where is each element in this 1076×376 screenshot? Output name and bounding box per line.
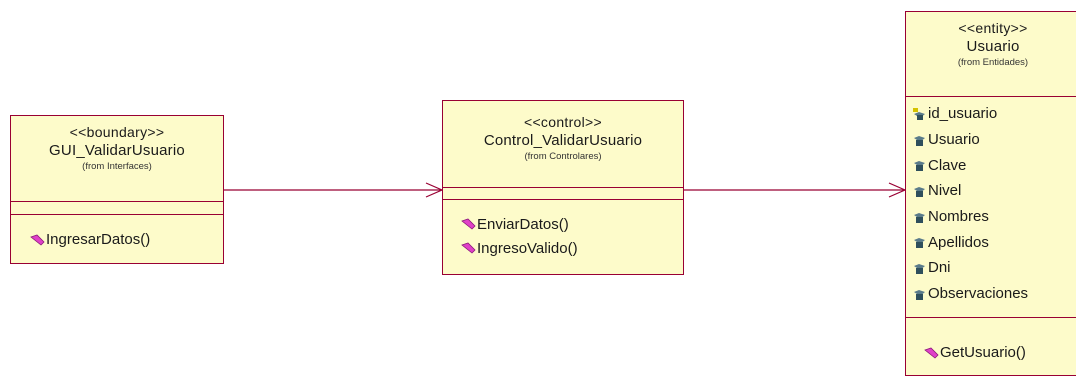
attribute-name: Usuario <box>928 131 980 149</box>
attribute-row[interactable]: Nivel <box>912 178 1076 204</box>
public-operation-icon <box>30 233 45 247</box>
uml-class-diagram: <<boundary>> GUI_ValidarUsuario (from In… <box>10 11 1076 376</box>
attribute-row[interactable]: Apellidos <box>912 229 1076 255</box>
attribute-compartment: id_usuario Usuario Clave Nivel Nombres A… <box>906 96 1076 317</box>
class-name: Usuario <box>966 38 1020 55</box>
class-control-validar-usuario[interactable]: <<control>> Control_ValidarUsuario (from… <box>442 100 684 275</box>
attribute-name: Apellidos <box>928 233 989 251</box>
attribute-name: Nombres <box>928 208 989 226</box>
attribute-icon <box>912 158 927 172</box>
class-gui-validar-usuario[interactable]: <<boundary>> GUI_ValidarUsuario (from In… <box>10 115 224 264</box>
key-attribute-icon <box>912 107 927 121</box>
public-operation-icon <box>924 346 939 360</box>
operation-compartment: EnviarDatos() IngresoValido() <box>443 199 683 260</box>
operation-row[interactable]: GetUsuario() <box>924 340 1076 365</box>
operation-row[interactable]: EnviarDatos() <box>461 212 683 236</box>
attribute-row[interactable]: Observaciones <box>912 281 1076 307</box>
class-header: <<boundary>> GUI_ValidarUsuario (from In… <box>11 116 223 201</box>
class-package: (from Controlares) <box>524 151 602 162</box>
attribute-row[interactable]: Dni <box>912 255 1076 281</box>
public-operation-icon <box>461 217 476 231</box>
operation-name: EnviarDatos() <box>477 215 569 233</box>
attribute-icon <box>912 235 927 249</box>
attribute-name: Observaciones <box>928 285 1029 303</box>
attribute-row[interactable]: Clave <box>912 152 1076 178</box>
attribute-name: Nivel <box>928 182 962 200</box>
attribute-icon <box>912 261 927 275</box>
operation-name: IngresoValido() <box>477 239 578 257</box>
class-stereotype: <<entity>> <box>958 20 1028 36</box>
attribute-name: id_usuario <box>928 105 998 123</box>
association-gui-to-control <box>224 182 444 198</box>
class-name: Control_ValidarUsuario <box>483 132 643 149</box>
operation-name: GetUsuario() <box>940 344 1026 361</box>
class-header: <<entity>> Usuario (from Entidades) <box>906 12 1076 96</box>
attribute-compartment <box>11 201 223 214</box>
class-name: GUI_ValidarUsuario <box>49 142 185 159</box>
public-operation-icon <box>461 241 476 255</box>
class-stereotype: <<control>> <box>523 114 603 130</box>
operation-name: IngresarDatos() <box>46 231 151 248</box>
attribute-icon <box>912 133 927 147</box>
attribute-compartment <box>443 187 683 199</box>
attribute-row[interactable]: Usuario <box>912 127 1076 153</box>
operation-compartment: GetUsuario() <box>906 317 1076 365</box>
attribute-row[interactable]: Nombres <box>912 204 1076 230</box>
attribute-icon <box>912 210 927 224</box>
association-control-to-usuario <box>684 182 907 198</box>
attribute-row[interactable]: id_usuario <box>912 101 1076 127</box>
operation-compartment: IngresarDatos() <box>11 214 223 252</box>
attribute-name: Clave <box>928 156 967 174</box>
attribute-name: Dni <box>928 259 951 277</box>
class-stereotype: <<boundary>> <box>69 124 165 140</box>
operation-row[interactable]: IngresoValido() <box>461 236 683 260</box>
class-header: <<control>> Control_ValidarUsuario (from… <box>443 101 683 187</box>
attribute-icon <box>912 184 927 198</box>
association-lines <box>224 182 907 198</box>
attribute-icon <box>912 287 927 301</box>
class-package: (from Interfaces) <box>82 161 152 172</box>
operation-row[interactable]: IngresarDatos() <box>30 227 223 252</box>
class-package: (from Entidades) <box>957 57 1029 68</box>
class-usuario[interactable]: <<entity>> Usuario (from Entidades) id_u… <box>905 11 1076 376</box>
